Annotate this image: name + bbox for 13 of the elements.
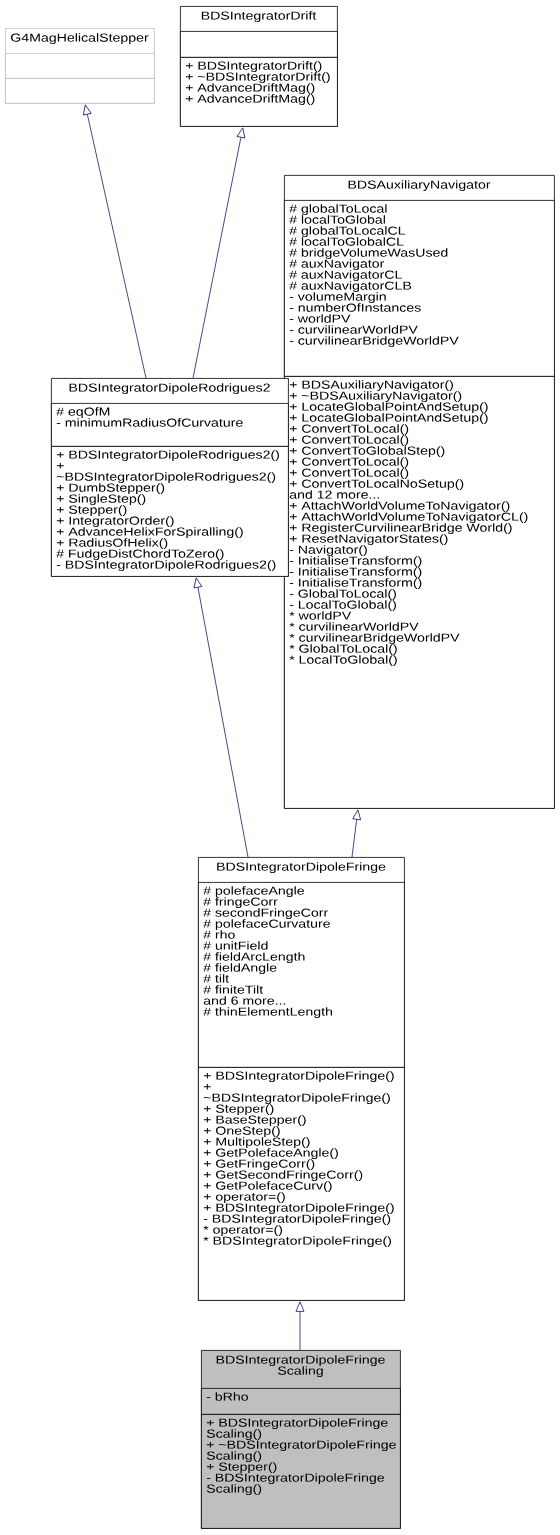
inheritance-arrow — [192, 127, 246, 379]
empty-compartment — [5, 78, 155, 104]
attribute-list: # globalToLocal # localToGlobal # globalToLocalCL # localToGlobalCL # bridgeVolumeWasUsed # auxNavigator # auxNavigatorCL # auxNavigatorCLB - volumeMargin - numberOfInstances - worldPV - curvilinearWorldPV - curvilinearBridgeWorldPV — [284, 200, 555, 377]
inheritance-arrow — [83, 104, 147, 379]
inheritance-arrow — [193, 577, 249, 858]
attribute-list: # eqOfM - minimumRadiusOfCurvature — [51, 403, 289, 447]
inheritance-arrow — [351, 809, 362, 858]
empty-compartment — [5, 53, 155, 79]
method-list: + BDSIntegratorDipoleFringe() + ~BDSIntegratorDipoleFringe() + Stepper() + BaseStepper() + OneStep() + MultipoleStep() + GetPolefaceAngle() + GetFringeCorr() + GetSecondFringeCorr() + GetPolefaceCurv() + operator=() + BDSIntegratorDipoleFringe() - BDSIntegratorDipoleFringe() * operator=() * BDSIntegratorDipoleFringe() — [198, 1067, 405, 1301]
inheritance-arrow — [295, 1301, 305, 1351]
attribute-list: # polefaceAngle # fringeCorr # secondFringeCorr # polefaceCurvature # rho # unitField # fieldArcLength # fieldAngle # tilt # finiteTilt and 6 more... # thinElementLength — [198, 882, 405, 1068]
attribute-list: - bRho — [201, 1388, 401, 1415]
empty-compartment — [180, 31, 338, 58]
